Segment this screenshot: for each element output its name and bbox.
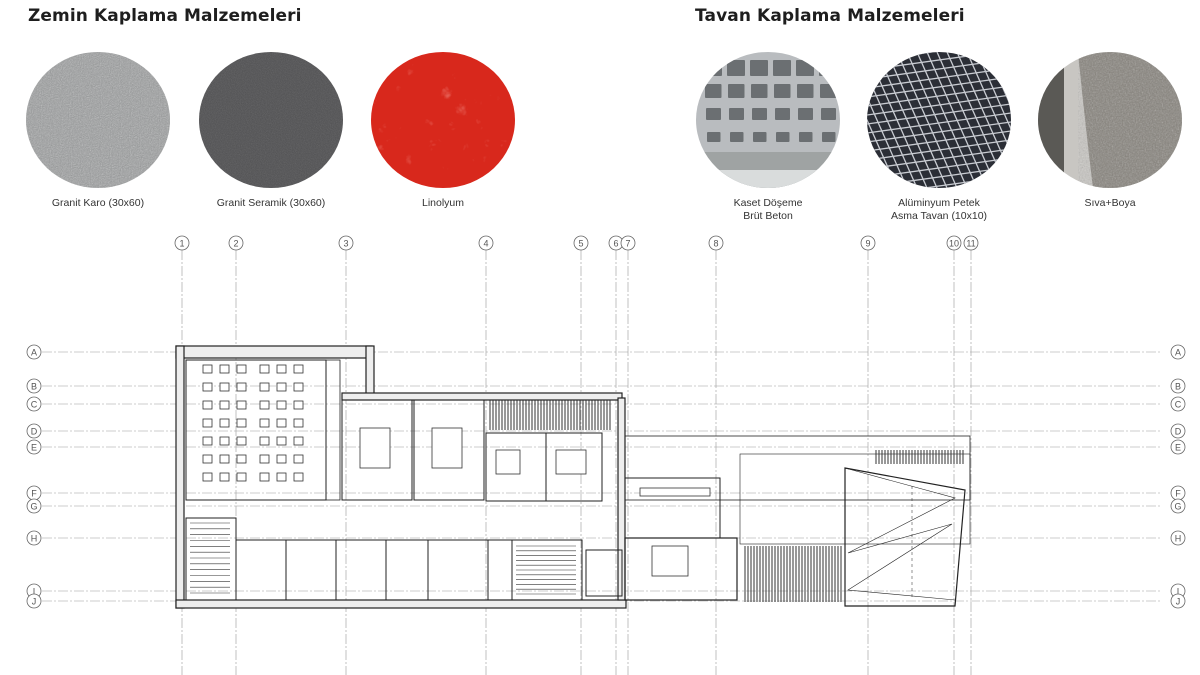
grid-column-marker: 2: [228, 235, 244, 251]
grid-column-marker: 7: [620, 235, 636, 251]
grid-column-marker: 5: [573, 235, 589, 251]
grid-row-label: I: [1177, 587, 1180, 597]
grid-row-label: H: [31, 534, 38, 544]
grid-row-marker: F: [1170, 485, 1186, 501]
grid-row-label: H: [1175, 534, 1182, 544]
grid-row-label: F: [1175, 489, 1181, 499]
grid-row-marker: E: [26, 439, 42, 455]
grid-row-label: B: [31, 382, 37, 392]
floor-materials-title: Zemin Kaplama Malzemeleri: [28, 6, 302, 26]
grid-row-marker: D: [26, 423, 42, 439]
grid-row-marker: J: [1170, 593, 1186, 609]
grid-column-marker: 9: [860, 235, 876, 251]
granite-ceramic-label: Granit Seramik (30x60): [216, 197, 326, 209]
row-grid-lines: [42, 351, 1160, 602]
grid-row-marker: J: [26, 593, 42, 609]
granite-tile-swatch: [26, 52, 170, 188]
grid-column-marker: 4: [478, 235, 494, 251]
grid-column-label: 8: [713, 239, 718, 249]
grid-column-label: 11: [966, 239, 975, 249]
grid-row-marker: A: [26, 344, 42, 360]
grid-column-label: 5: [578, 239, 583, 249]
grid-row-marker: E: [1170, 439, 1186, 455]
grid-row-label: I: [33, 587, 36, 597]
grid-row-marker: A: [1170, 344, 1186, 360]
grid-row-marker: B: [26, 378, 42, 394]
linoleum-label: Linolyum: [421, 197, 465, 209]
grid-row-marker: D: [1170, 423, 1186, 439]
grid-column-label: 7: [625, 239, 630, 249]
plaster-paint-label: Sıva+Boya: [1084, 197, 1136, 209]
grid-row-marker: H: [1170, 530, 1186, 546]
grid-row-label: F: [31, 489, 37, 499]
grid-column-label: 3: [343, 239, 348, 249]
grid-column-label: 9: [865, 239, 870, 249]
ceiling-materials-title: Tavan Kaplama Malzemeleri: [695, 6, 965, 26]
grid-column-marker: 3: [338, 235, 354, 251]
grid-column-label: 10: [949, 239, 959, 249]
linoleum-swatch: [371, 52, 515, 188]
grid-row-marker: C: [26, 396, 42, 412]
plaster-paint-swatch: [1038, 52, 1182, 188]
grid-row-label: A: [31, 348, 37, 358]
grid-column-marker: 8: [708, 235, 724, 251]
grid-row-marker: C: [1170, 396, 1186, 412]
coffered-slab-swatch: [696, 52, 840, 188]
grid-column-marker: 11: [963, 235, 979, 251]
grid-row-marker: F: [26, 485, 42, 501]
grid-row-label: C: [31, 400, 38, 410]
grid-row-label: J: [32, 597, 37, 607]
grid-column-label: 1: [179, 239, 184, 249]
grid-row-marker: G: [26, 498, 42, 514]
grid-row-label: E: [31, 443, 37, 453]
grid-row-marker: B: [1170, 378, 1186, 394]
building-walls: [175, 345, 971, 609]
grid-row-label: C: [1175, 400, 1182, 410]
grid-row-label: B: [1175, 382, 1181, 392]
grid-column-label: 4: [483, 239, 488, 249]
aluminium-grid-ceiling-swatch: [867, 52, 1011, 188]
granite-tile-label: Granit Karo (30x60): [51, 197, 145, 209]
grid-row-label: G: [1174, 502, 1181, 512]
grid-column-marker: 10: [946, 235, 962, 251]
grid-row-marker: G: [1170, 498, 1186, 514]
grid-row-label: D: [31, 427, 38, 437]
grid-row-label: A: [1175, 348, 1181, 358]
grid-column-label: 2: [233, 239, 238, 249]
grid-row-label: J: [1176, 597, 1181, 607]
meeting-tables: [359, 427, 711, 577]
granite-ceramic-swatch: [199, 52, 343, 188]
grid-row-label: G: [30, 502, 37, 512]
grid-row-label: E: [1175, 443, 1181, 453]
grid-row-marker: H: [26, 530, 42, 546]
grid-column-marker: 1: [174, 235, 190, 251]
grid-column-label: 6: [613, 239, 618, 249]
classroom-desks: [202, 364, 304, 482]
grid-row-label: D: [1175, 427, 1182, 437]
